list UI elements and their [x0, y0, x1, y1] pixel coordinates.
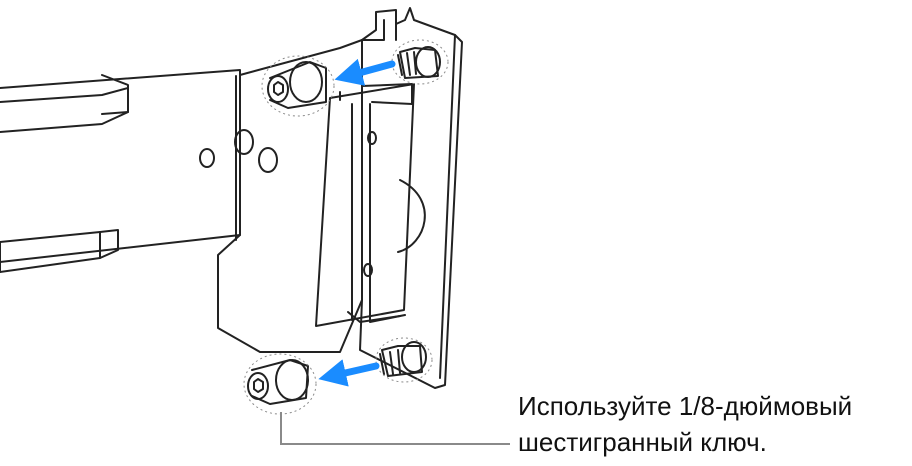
center-slot [315, 83, 426, 327]
screw-top-right [397, 46, 441, 79]
screw-bottom-left [247, 359, 309, 405]
arrow-top [334, 58, 396, 86]
screw-bottom-right [379, 341, 427, 377]
callout-line-2: шестигранный ключ. [518, 427, 767, 457]
rail-body [0, 69, 241, 273]
screw-top-left [267, 61, 327, 109]
callout-line-1: Используйте 1/8-дюймовый [518, 391, 853, 421]
callout-text: Используйте 1/8-дюймовый шестигранный кл… [518, 388, 908, 460]
arrow-bottom [318, 359, 380, 387]
callout-leader-line [280, 412, 510, 445]
mounting-plate [199, 39, 363, 353]
front-flange [359, 7, 463, 389]
